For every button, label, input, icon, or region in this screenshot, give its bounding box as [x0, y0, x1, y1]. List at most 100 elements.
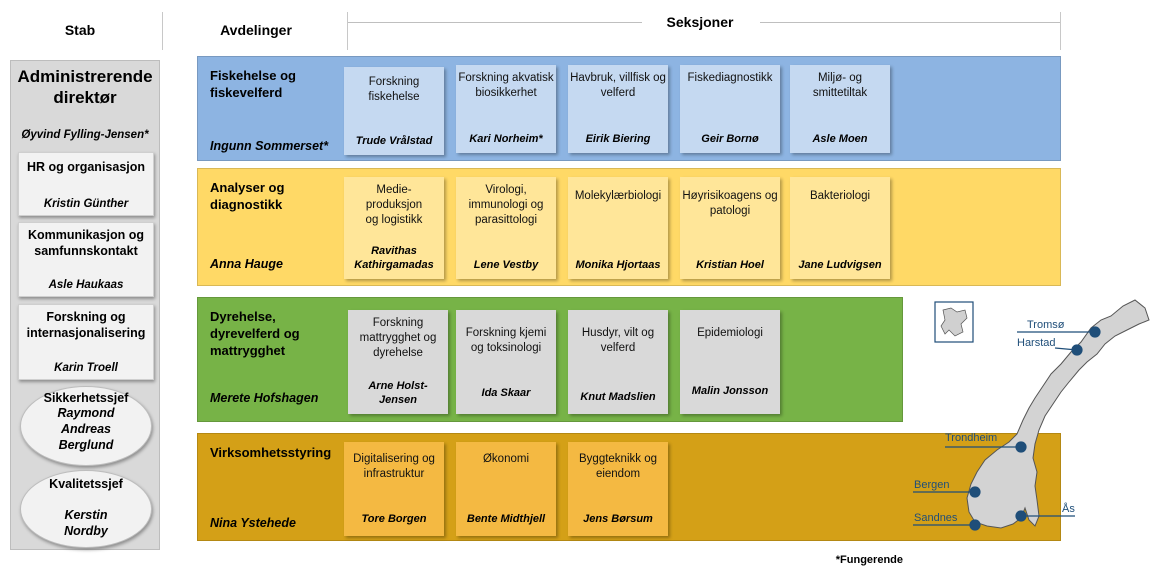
section-title: Økonomi: [482, 453, 530, 465]
section-head: Asle Moen: [812, 133, 868, 145]
seksjoner-line-right: [760, 22, 1060, 23]
map-marker-trondheim: [945, 441, 1027, 453]
role-title: Kvalitetssjef: [49, 477, 123, 491]
section-head: Ravithas Kathirgamadas: [354, 245, 434, 271]
department-virksomhetsstyring: Virksomhetsstyring Nina Ystehede Digital…: [197, 433, 1061, 541]
ceo-name: Øyvind Fylling-Jensen*: [21, 129, 149, 141]
map-marker-tromso: [1017, 326, 1101, 338]
department-title: Analyser og diagnostikk: [210, 180, 285, 212]
stab-unit-kommunikasjon: Kommunikasjon og samfunnskontakt Asle Ha…: [18, 222, 154, 297]
stab-unit-name: Kristin Günther: [43, 198, 129, 210]
map-marker-as: [1015, 510, 1075, 522]
avdelinger-header: Avdelinger: [220, 22, 292, 38]
section-title: Digitalisering og infrastruktur: [353, 453, 435, 480]
department-head: Nina Ystehede: [210, 516, 296, 530]
section-title: Epidemiologi: [697, 327, 763, 339]
department-dyrehelse: Dyrehelse, dyrevelferd og mattrygghet Me…: [197, 297, 903, 422]
seksjoner-line-left: [348, 22, 642, 23]
stab-unit-name: Asle Haukaas: [48, 279, 124, 291]
department-analyser: Analyser og diagnostikk Anna Hauge Medie…: [197, 168, 1061, 286]
stab-unit-title: HR og organisasjon: [26, 160, 146, 174]
section-head: Trude Vrålstad: [355, 135, 433, 147]
section-title: Bakteriologi: [809, 190, 871, 202]
stab-header: Stab: [64, 22, 96, 38]
section-head: Eirik Biering: [585, 133, 651, 145]
map-label-trondheim: Trondheim: [945, 432, 998, 444]
department-title: Dyrehelse, dyrevelferd og mattrygghet: [210, 309, 300, 358]
section-title: Høyrisikoagens og patologi: [682, 190, 778, 217]
section-title: Forskning fiskehelse: [368, 76, 420, 103]
svalbard-inset-shape: [940, 307, 968, 337]
section-title: Molekylærbiologi: [574, 190, 662, 202]
section-head: Malin Jonsson: [691, 385, 769, 397]
section-title: Havbruk, villfisk og velferd: [570, 72, 666, 99]
section-head: Tore Borgen: [361, 513, 427, 525]
section-title: Virologi, immunologi og parasittologi: [468, 184, 544, 226]
footnote: *Fungerende: [835, 554, 903, 566]
stab-unit-title: Forskning og internasjonalisering: [26, 310, 146, 340]
section-head: Bente Midthjell: [466, 513, 546, 525]
map-label-harstad: Harstad: [1017, 337, 1056, 349]
section-title: Fiskediagnostikk: [687, 72, 773, 84]
norway-mainland-shape: [966, 299, 1150, 529]
stab-unit-forskning: Forskning og internasjonalisering Karin …: [18, 304, 154, 380]
map-marker-harstad: [1054, 344, 1083, 356]
department-fiskehelse: Fiskehelse og fiskevelferd Ingunn Sommer…: [197, 56, 1061, 161]
section-head: Knut Madslien: [580, 391, 656, 403]
map-marker-bergen: [913, 486, 981, 498]
seksjoner-header: Seksjoner: [666, 14, 734, 30]
map-marker-sandnes: [913, 519, 981, 531]
stab-unit-name: Karin Troell: [54, 362, 118, 374]
stab-unit-title: Kommunikasjon og samfunnskontakt: [28, 228, 144, 258]
section-head: Lene Vestby: [473, 259, 539, 271]
department-head: Anna Hauge: [210, 257, 283, 271]
section-head: Kristian Hoel: [696, 259, 764, 271]
department-head: Merete Hofshagen: [210, 391, 319, 405]
divider: [1060, 12, 1061, 50]
role-title: Sikkerhetssjef: [43, 391, 129, 405]
section-title: Forskning akvatisk biosikkerhet: [458, 72, 554, 99]
divider: [347, 12, 348, 50]
department-title: Virksomhetsstyring: [210, 445, 332, 460]
section-title: Byggteknikk og eiendom: [579, 453, 657, 480]
section-head: Monika Hjortaas: [575, 259, 661, 271]
section-head: Geir Bornø: [701, 133, 759, 145]
ceo-title: Administrerende direktør: [17, 67, 153, 107]
norway-map: [913, 299, 1150, 531]
section-head: Ida Skaar: [481, 387, 531, 399]
role-name: Raymond Andreas Berglund: [57, 406, 115, 452]
section-title: Husdyr, vilt og velferd: [581, 327, 655, 354]
section-head: Kari Norheim*: [469, 133, 543, 145]
map-label-tromso: Tromsø: [1027, 319, 1065, 331]
divider: [162, 12, 163, 50]
section-title: Miljø- og smittetiltak: [812, 72, 868, 99]
role-name: Kerstin Nordby: [64, 508, 108, 538]
section-title: Medie-produksjon og logistikk: [365, 184, 423, 226]
map-label-sandnes: Sandnes: [914, 512, 958, 524]
stab-unit-hr: HR og organisasjon Kristin Günther: [18, 152, 154, 216]
section-title: Forskning kjemi og toksinologi: [465, 327, 547, 354]
department-title: Fiskehelse og fiskevelferd: [210, 68, 296, 100]
section-title: Forskning mattrygghet og dyrehelse: [359, 317, 437, 359]
section-head: Jens Børsum: [583, 513, 653, 525]
department-head: Ingunn Sommerset*: [210, 139, 329, 153]
section-head: Jane Ludvigsen: [798, 259, 882, 271]
map-label-as: Ås: [1062, 503, 1075, 515]
section-head: Arne Holst-Jensen: [368, 380, 428, 406]
map-label-bergen: Bergen: [914, 479, 950, 491]
